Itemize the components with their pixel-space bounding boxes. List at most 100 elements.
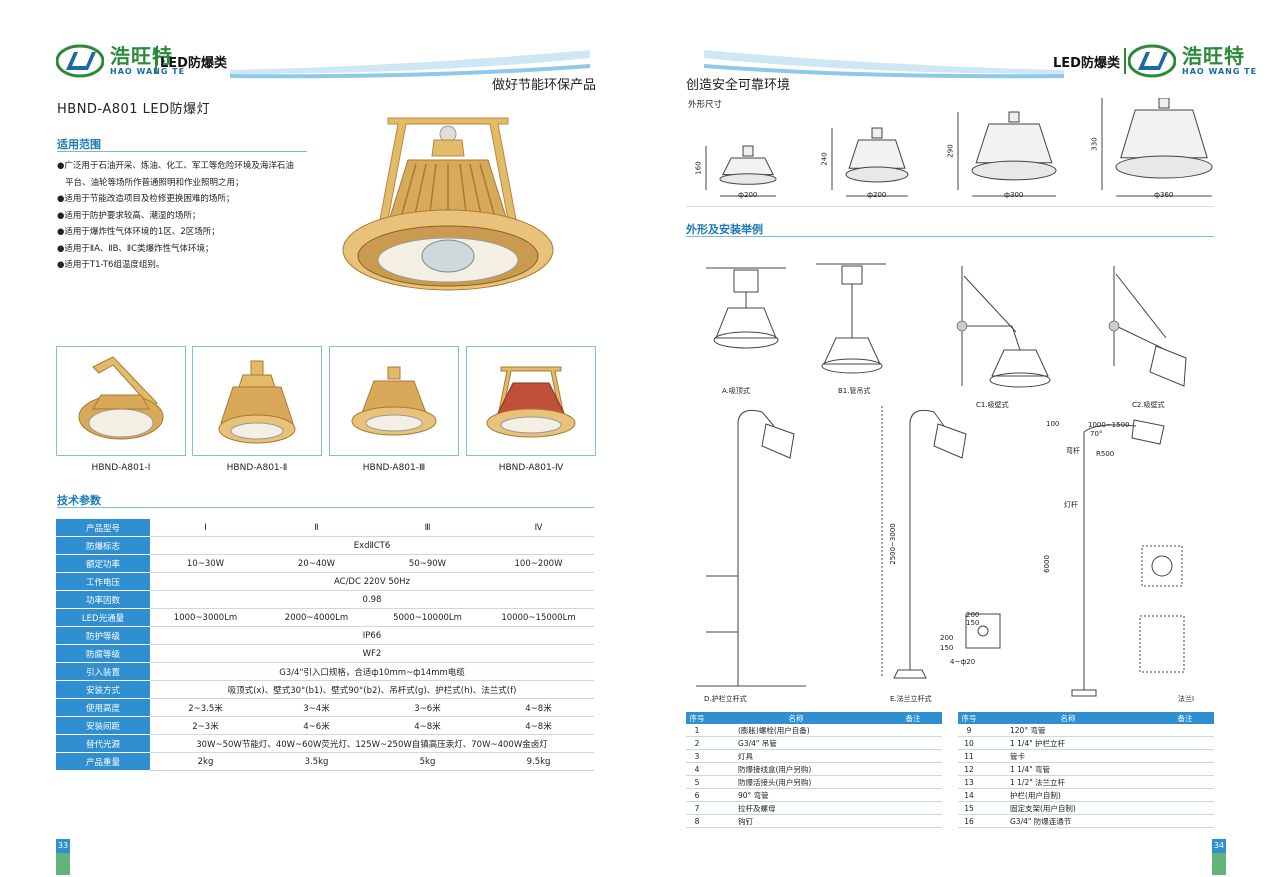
part-no: 4 bbox=[686, 762, 708, 776]
model-thumb-1 bbox=[56, 346, 186, 456]
part-name: 1 1/4" 弯管 bbox=[980, 762, 1156, 776]
list-item: ●适用于T1-T6组温度组别。 bbox=[57, 260, 165, 270]
table-cell: 2~3米 bbox=[150, 716, 261, 735]
dim-height: 330 bbox=[1090, 137, 1099, 151]
table-cell: 3~6米 bbox=[372, 698, 483, 717]
row-label: 工作电压 bbox=[56, 572, 150, 591]
row-label: 安装间距 bbox=[56, 716, 150, 735]
model-thumb-3 bbox=[329, 346, 459, 456]
logo-icon bbox=[56, 44, 104, 78]
table-row: 安装方式吸顶式(x)、壁式30°(b1)、壁式90°(b2)、吊杆式(g)、护栏… bbox=[56, 680, 594, 699]
col-no: 序号 bbox=[958, 712, 980, 724]
list-item: ●适用于爆炸性气体环境的1区、2区场所； bbox=[57, 227, 220, 237]
pole-height-h1: 2500~3000 bbox=[888, 523, 897, 565]
table-cell: 3~4米 bbox=[261, 698, 372, 717]
page-number: 33 bbox=[56, 839, 70, 853]
table-cell: 4~8米 bbox=[483, 716, 594, 735]
part-note bbox=[884, 762, 942, 776]
col-name: 名称 bbox=[980, 712, 1156, 724]
row-label: 产品重量 bbox=[56, 752, 150, 771]
table-cell: Ⅰ bbox=[150, 519, 261, 537]
hero-lamp-image bbox=[342, 117, 554, 291]
part-name: G3/4" 吊管 bbox=[708, 736, 884, 750]
slogan: 做好节能环保产品 bbox=[492, 78, 597, 93]
part-no: 13 bbox=[958, 775, 980, 789]
part-no: 3 bbox=[686, 749, 708, 763]
col-no: 序号 bbox=[686, 712, 708, 724]
row-label: 安装方式 bbox=[56, 680, 150, 699]
dim-height: 290 bbox=[946, 144, 955, 158]
part-note bbox=[1156, 749, 1214, 763]
lamp-icon bbox=[351, 366, 437, 436]
table-cell: 9.5kg bbox=[483, 752, 594, 771]
flange-label-holes: 4~ф20 bbox=[950, 658, 976, 666]
row-label: 功率因数 bbox=[56, 590, 150, 609]
list-item: ●适用于防护要求较高、潮湿的场所； bbox=[57, 210, 201, 221]
install-caption: C1.吸壁式 bbox=[976, 401, 1009, 409]
header-swoosh-left bbox=[230, 50, 590, 79]
install-caption: B1.管吊式 bbox=[838, 387, 871, 395]
part-note bbox=[884, 724, 942, 737]
install-caption: E.法兰立杆式 bbox=[890, 695, 932, 703]
logo-en: HAO WANG TE bbox=[110, 67, 186, 76]
part-no: 10 bbox=[958, 736, 980, 750]
pole-label-angle: 70° bbox=[1090, 430, 1103, 438]
part-note bbox=[884, 801, 942, 815]
install-caption: A.吸顶式 bbox=[722, 387, 750, 395]
part-name: 灯具 bbox=[708, 749, 884, 763]
table-cell: 3.5kg bbox=[261, 752, 372, 771]
model-caption: HBND-A801-Ⅱ bbox=[226, 463, 288, 473]
table-cell: 4~6米 bbox=[261, 716, 372, 735]
part-name: 防爆接线盒(用户另购) bbox=[708, 762, 884, 776]
row-label: LED光通量 bbox=[56, 608, 150, 627]
part-name: 钩钉 bbox=[708, 814, 884, 828]
dim-title: 外形尺寸 bbox=[688, 100, 723, 110]
part-no: 7 bbox=[686, 801, 708, 815]
flange-label-d: 150 bbox=[940, 644, 954, 652]
scope-list: ●广泛用于石油开采、炼油、化工、军工等危险环境及海洋石油 平台、油轮等场所作普通… bbox=[57, 158, 294, 274]
part-no: 2 bbox=[686, 736, 708, 750]
part-note bbox=[1156, 788, 1214, 802]
model-caption: HBND-A801-Ⅲ bbox=[362, 463, 426, 473]
row-label: 额定功率 bbox=[56, 554, 150, 573]
part-note bbox=[1156, 736, 1214, 750]
part-no: 12 bbox=[958, 762, 980, 776]
row-label: 产品型号 bbox=[56, 519, 150, 537]
table-cell: 50~90W bbox=[372, 554, 483, 573]
table-cell: IP66 bbox=[150, 626, 594, 645]
part-name: 拉杆及螺母 bbox=[708, 801, 884, 815]
lamp-dimension-drawing bbox=[831, 127, 909, 197]
part-name: 1 1/2" 法兰立杆 bbox=[980, 775, 1156, 789]
table-cell: 2kg bbox=[150, 752, 261, 771]
flange-label-a: 200 bbox=[966, 611, 980, 619]
product-title: HBND-A801 LED防爆灯 bbox=[57, 102, 211, 117]
logo-icon bbox=[1128, 44, 1176, 78]
category-label: LED防爆类 bbox=[1053, 56, 1120, 71]
pole-label-pole: 灯杆 bbox=[1064, 501, 1078, 509]
lamp-dimension-drawing bbox=[957, 111, 1057, 197]
part-no: 5 bbox=[686, 775, 708, 789]
part-note bbox=[1156, 762, 1214, 776]
part-name: 管卡 bbox=[980, 749, 1156, 763]
table-cell: ExdⅡCT6 bbox=[150, 536, 594, 555]
part-name: 120° 弯管 bbox=[980, 724, 1156, 737]
col-name: 名称 bbox=[708, 712, 884, 724]
page-number: 34 bbox=[1212, 839, 1226, 853]
list-item: ●适用于节能改造项目及检修更换困难的场所； bbox=[57, 194, 235, 204]
install-caption: D.护栏立杆式 bbox=[704, 695, 747, 703]
